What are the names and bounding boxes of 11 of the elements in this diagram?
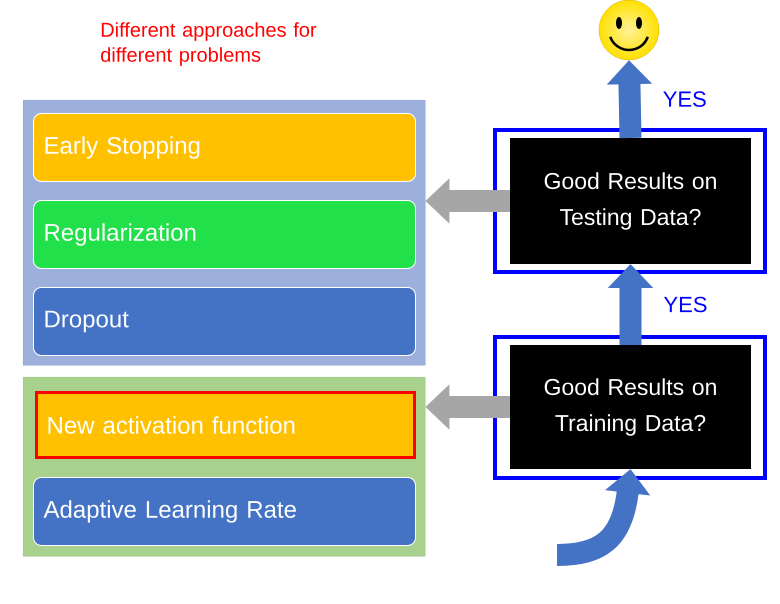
edge-label: YES xyxy=(663,91,706,107)
note-text: Different approaches for different problems xyxy=(101,22,316,66)
smiley-icon xyxy=(598,0,660,60)
method-box: Regularization xyxy=(33,200,416,269)
method-box: Dropout xyxy=(33,287,416,356)
method-box: Adaptive Learning Rate xyxy=(33,477,416,546)
method-box: New activation function xyxy=(35,391,416,459)
question-box: Good Results on Testing Data? xyxy=(510,138,751,264)
edge-label: YES xyxy=(664,296,706,312)
question-box: Good Results on Training Data? xyxy=(510,345,751,469)
method-box: Early Stopping xyxy=(33,113,416,182)
